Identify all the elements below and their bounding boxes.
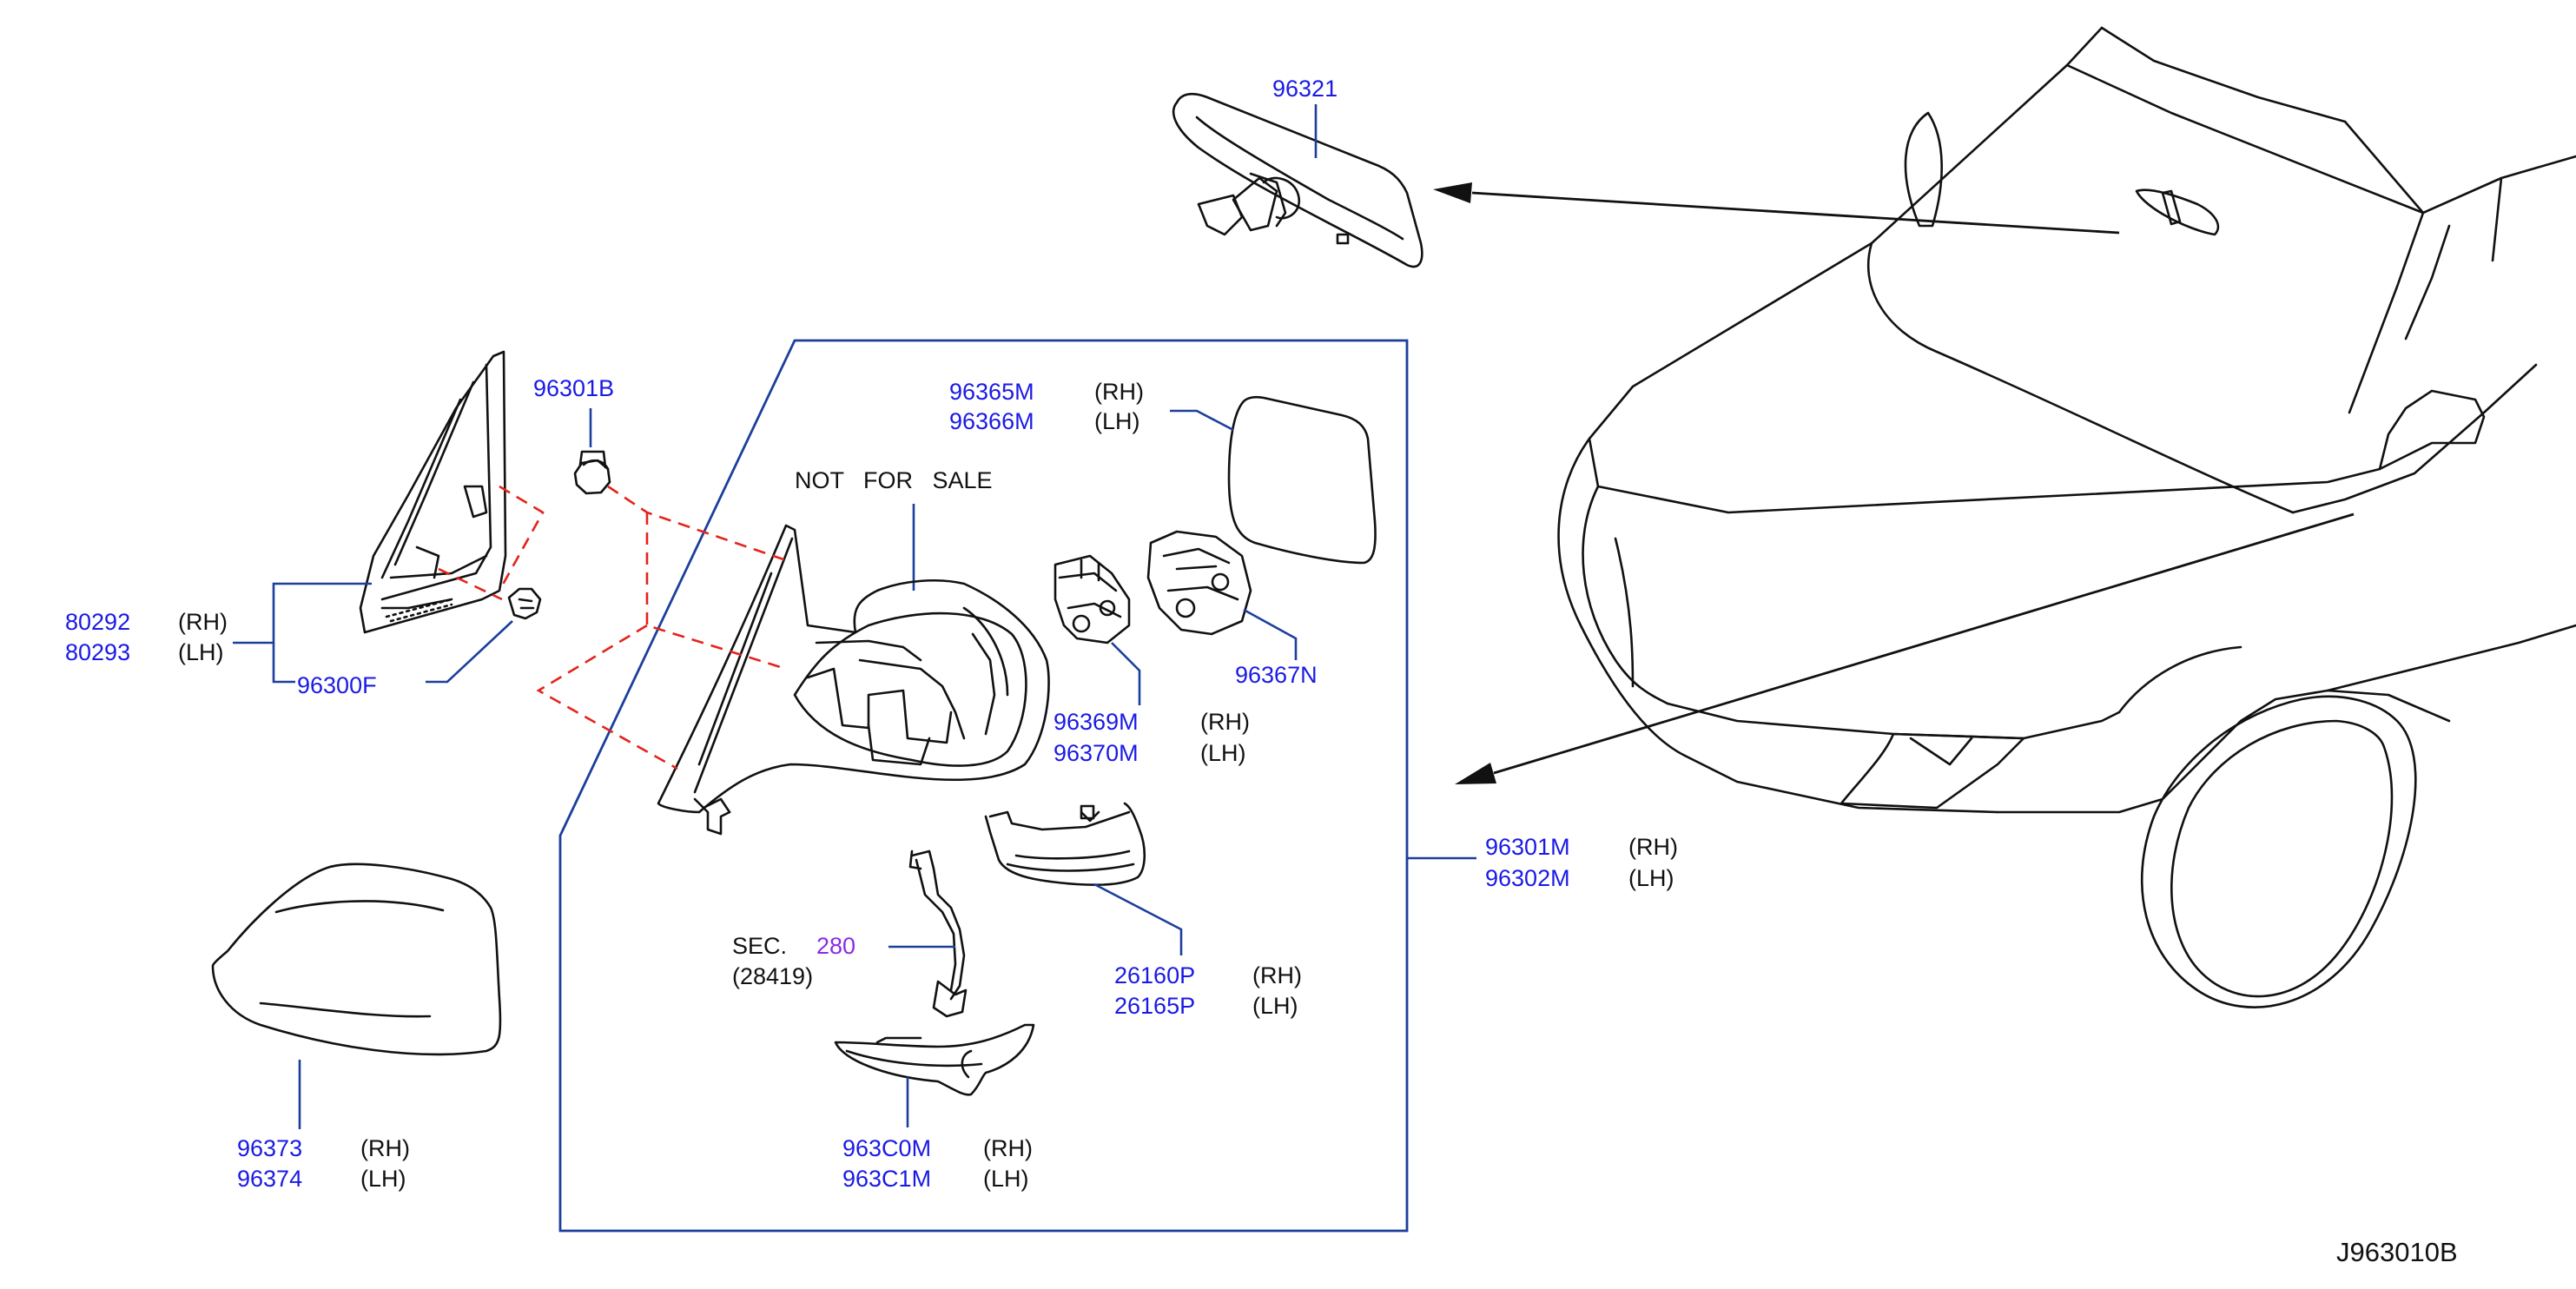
part-number-96365M[interactable]: 96365M [949, 379, 1034, 405]
inner-mirror-drawing [1172, 92, 1423, 268]
mirror-housing-drawing [657, 524, 1050, 836]
part-number-96367N[interactable]: 96367N [1235, 662, 1318, 688]
part-number-96374[interactable]: 96374 [237, 1166, 302, 1192]
side-lh-96302M: (LH) [1628, 865, 1674, 891]
side-lh-96366M: (LH) [1094, 408, 1140, 434]
nut-drawing [573, 450, 611, 495]
assembly-frame [558, 339, 1409, 1233]
side-rh-963C0M: (RH) [983, 1135, 1033, 1161]
leader-96369M [1111, 642, 1141, 705]
leader-96300F [426, 620, 513, 684]
part-number-96302M[interactable]: 96302M [1485, 865, 1570, 891]
side-rh-96365M: (RH) [1094, 379, 1144, 405]
clip-drawing [507, 587, 542, 620]
arrow-head-door-mirror [1455, 763, 1496, 784]
arrow-to-door-mirror [1493, 512, 2355, 775]
part-number-96366M[interactable]: 96366M [949, 408, 1034, 434]
side-lh-963C1M: (LH) [983, 1166, 1029, 1192]
part-number-80292[interactable]: 80292 [65, 609, 130, 635]
part-number-96301M[interactable]: 96301M [1485, 834, 1570, 860]
side-rh-80292: (RH) [178, 609, 228, 635]
part-number-26160P[interactable]: 26160P [1114, 962, 1195, 988]
motor-drawing [1146, 530, 1252, 636]
sec-sub-number: (28419) [732, 963, 813, 989]
part-number-96369M[interactable]: 96369M [1054, 709, 1139, 735]
side-rh-96369M: (RH) [1200, 709, 1250, 735]
part-number-963C0M[interactable]: 963C0M [842, 1135, 931, 1161]
mirror-glass-drawing [1227, 395, 1377, 565]
sec-number-link[interactable]: 280 [816, 933, 855, 959]
leader-96365M [1170, 409, 1234, 432]
arrow-to-inner-mirror [1471, 191, 2120, 235]
part-number-96300F[interactable]: 96300F [297, 672, 377, 698]
sec-prefix: SEC. [732, 933, 787, 959]
harness-drawing [908, 849, 968, 1018]
part-number-963C1M[interactable]: 963C1M [842, 1166, 931, 1192]
side-lh-96370M: (LH) [1200, 740, 1246, 766]
vehicle-drawing [1557, 26, 2576, 1008]
mirror-base-drawing [359, 350, 507, 634]
leader-96300F-bracket [272, 643, 295, 684]
leader-96367N [1243, 608, 1298, 660]
figure-code: J963010B [2336, 1237, 2458, 1267]
part-number-26165P[interactable]: 26165P [1114, 993, 1195, 1019]
side-rh-26160P: (RH) [1252, 962, 1302, 988]
arrow-head-inner-mirror [1433, 182, 1472, 203]
side-lh-80293: (LH) [178, 639, 224, 665]
side-rh-96301M: (RH) [1628, 834, 1678, 860]
part-number-80293[interactable]: 80293 [65, 639, 130, 665]
part-number-96373[interactable]: 96373 [237, 1135, 302, 1161]
leader-26160P [1093, 882, 1183, 955]
side-rh-96373: (RH) [360, 1135, 410, 1161]
mirror-cover-drawing [211, 863, 502, 1056]
part-number-96301B[interactable]: 96301B [533, 375, 614, 401]
side-lh-96374: (LH) [360, 1166, 406, 1192]
side-lh-26165P: (LH) [1252, 993, 1298, 1019]
part-number-96321[interactable]: 96321 [1272, 76, 1338, 102]
actuator-drawing [1054, 554, 1131, 644]
assembly-guides [438, 485, 787, 770]
part-number-96370M[interactable]: 96370M [1054, 740, 1139, 766]
not-for-sale-note: NOT FOR SALE [795, 467, 993, 493]
lower-cover-drawing [834, 1023, 1035, 1096]
pointer-arrows [1433, 182, 2355, 784]
leader-80292 [233, 582, 372, 644]
turn-signal-drawing [984, 802, 1146, 887]
